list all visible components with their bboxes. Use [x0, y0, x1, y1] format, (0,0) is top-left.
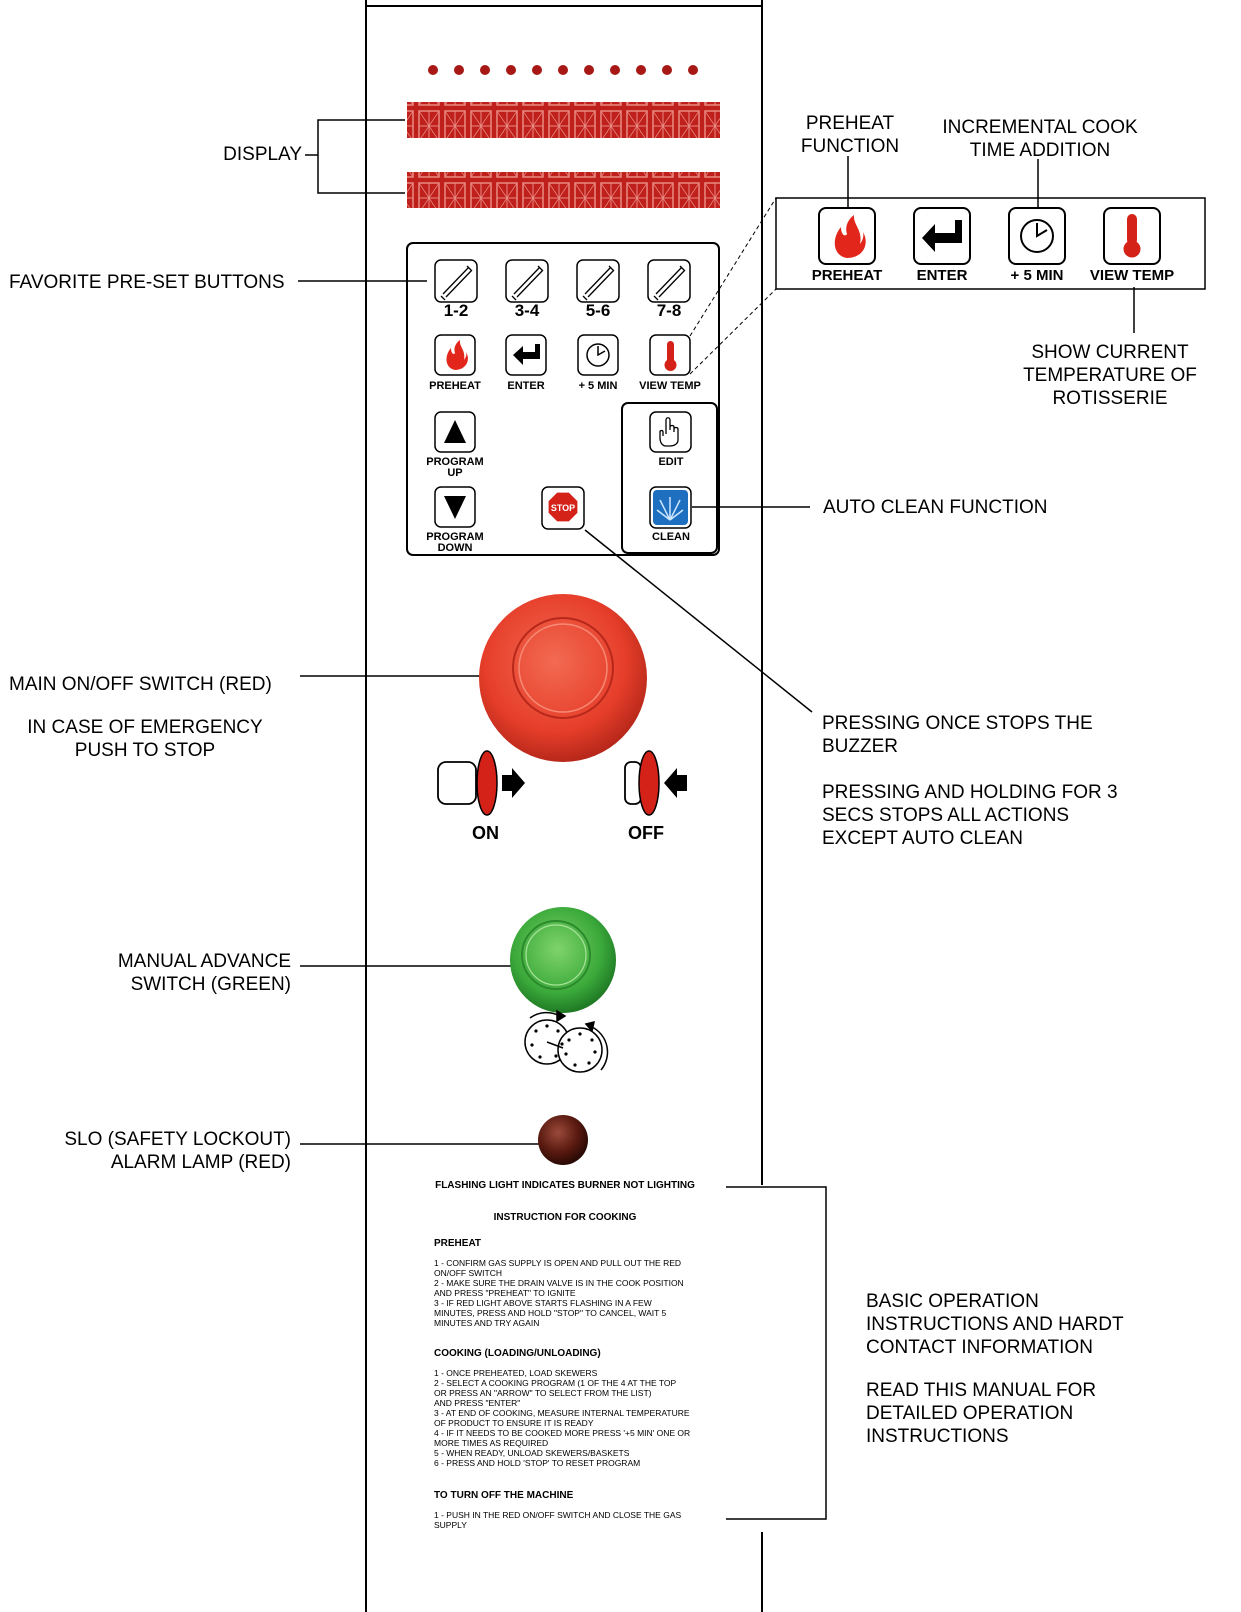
- thermometer-icon: [1123, 214, 1141, 258]
- switch-off-indicator: [624, 750, 687, 816]
- clock-icon: [586, 343, 610, 367]
- preset-3-4-button[interactable]: 3-4: [514, 301, 540, 320]
- stop-hold-callout: PRESSING AND HOLDING FOR 3 SECS STOPS AL…: [822, 782, 1118, 849]
- preheat-heading: PREHEAT: [434, 1238, 482, 1249]
- preheat-steps: 1 - CONFIRM GAS SUPPLY IS OPEN AND PULL …: [434, 1258, 684, 1328]
- display-callout: DISPLAY: [223, 144, 302, 165]
- hand-press-icon: [659, 417, 679, 447]
- up-triangle-icon: [444, 420, 466, 443]
- preset-7-8-button[interactable]: 7-8: [656, 301, 682, 320]
- zoom-preheat-label: PREHEAT: [811, 267, 883, 284]
- thermometer-icon: [664, 341, 677, 371]
- stop-once-callout: PRESSING ONCE STOPS THE BUZZER: [822, 713, 1093, 757]
- stop-sign-icon: [547, 491, 579, 523]
- keypad-frame: [406, 242, 720, 556]
- manual-advance-switch: [510, 907, 616, 1013]
- stop-label: STOP: [550, 503, 576, 513]
- main-switch-callout: MAIN ON/OFF SWITCH (RED): [9, 674, 272, 695]
- preheat-function-callout: PREHEAT FUNCTION: [800, 113, 900, 157]
- zoom-view-temp-label: VIEW TEMP: [1089, 267, 1175, 284]
- emergency-callout: IN CASE OF EMERGENCY PUSH TO STOP: [27, 717, 263, 761]
- enter-arrow-icon: [922, 220, 962, 252]
- show-temp-callout: SHOW CURRENT TEMPERATURE OF ROTISSERIE: [1023, 342, 1197, 409]
- enter-arrow-icon: [513, 344, 540, 365]
- zoom-plus5-label: + 5 MIN: [1010, 267, 1064, 284]
- favorites-callout: FAVORITE PRE-SET BUTTONS: [9, 272, 285, 293]
- view-temp-label: VIEW TEMP: [639, 380, 701, 392]
- cooking-heading: COOKING (LOADING/UNLOADING): [434, 1348, 601, 1359]
- instructions-title: INSTRUCTION FOR COOKING: [493, 1212, 637, 1223]
- turn-off-steps: 1 - PUSH IN THE RED ON/OFF SWITCH AND CL…: [434, 1510, 682, 1530]
- auto-clean-callout: AUTO CLEAN FUNCTION: [823, 497, 1048, 518]
- main-switch: [479, 594, 647, 762]
- program-down-label: PROGRAM DOWN: [426, 531, 484, 554]
- on-label: ON: [472, 823, 499, 843]
- rotation-gears-icon: [524, 1009, 609, 1073]
- enter-label: ENTER: [507, 380, 545, 392]
- preset-1-2-button[interactable]: 1-2: [443, 301, 469, 320]
- manual-advance-callout: MANUAL ADVANCE SWITCH (GREEN): [117, 951, 291, 995]
- plus5-label: + 5 MIN: [578, 380, 618, 392]
- incremental-callout: INCREMENTAL COOK TIME ADDITION: [942, 117, 1138, 161]
- switch-on-indicator: [437, 750, 525, 816]
- read-manual-callout: READ THIS MANUAL FOR DETAILED OPERATION …: [866, 1380, 1097, 1447]
- clean-label: CLEAN: [652, 531, 690, 543]
- basic-ops-callout: BASIC OPERATION INSTRUCTIONS AND HARDT C…: [866, 1291, 1124, 1358]
- cooking-steps: 1 - ONCE PREHEATED, LOAD SKEWERS 2 - SEL…: [434, 1368, 691, 1468]
- flame-icon: [446, 340, 468, 370]
- down-triangle-icon: [444, 496, 466, 519]
- clock-icon: [1020, 219, 1054, 253]
- display-line-2: [407, 172, 720, 208]
- program-up-label: PROGRAM UP: [426, 456, 484, 479]
- edit-label: EDIT: [658, 456, 684, 468]
- flame-icon: [834, 215, 866, 258]
- preset-5-6-button[interactable]: 5-6: [585, 301, 611, 320]
- slo-callout: SLO (SAFETY LOCKOUT) ALARM LAMP (RED): [64, 1129, 291, 1173]
- off-label: OFF: [628, 823, 664, 843]
- status-led-row: [428, 65, 698, 75]
- preset-buttons: [434, 259, 691, 303]
- zoom-enter-label: ENTER: [916, 267, 968, 284]
- turn-off-heading: TO TURN OFF THE MACHINE: [434, 1490, 574, 1501]
- spray-icon: [656, 497, 684, 521]
- skewer-icon: [440, 265, 686, 301]
- preheat-label: PREHEAT: [429, 380, 481, 392]
- display-line-1: [407, 102, 720, 138]
- flashing-light-note: FLASHING LIGHT INDICATES BURNER NOT LIGH…: [435, 1180, 695, 1191]
- slo-alarm-lamp: [538, 1115, 588, 1165]
